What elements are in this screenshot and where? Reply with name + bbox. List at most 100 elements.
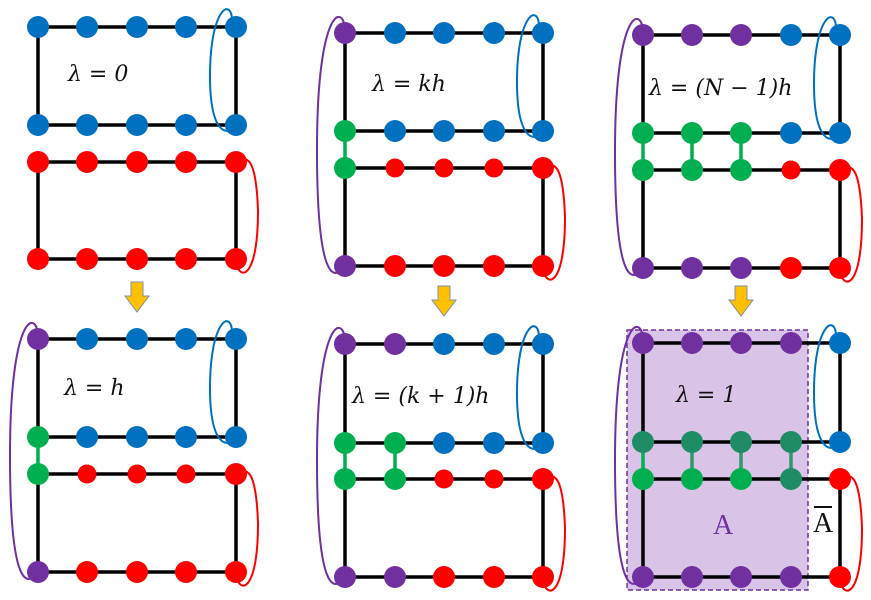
- green-node: [730, 431, 752, 453]
- purple-node: [632, 24, 654, 46]
- purple-node: [730, 566, 752, 588]
- region-a-bar-overline: [814, 506, 832, 508]
- red-node: [433, 566, 455, 588]
- blue-node: [175, 114, 197, 136]
- red-node: [76, 151, 98, 173]
- blue-node: [126, 426, 148, 448]
- red-node: [76, 248, 98, 270]
- blue-node: [532, 120, 554, 142]
- panel-3-lambda-label: λ = (N − 1)h: [649, 76, 793, 101]
- blue-node: [483, 22, 505, 44]
- blue-loop: [812, 16, 841, 140]
- purple-node: [384, 566, 406, 588]
- red-node: [829, 566, 851, 588]
- blue-node: [829, 122, 851, 144]
- green-node: [384, 468, 406, 490]
- red-node: [225, 151, 247, 173]
- green-node: [334, 432, 356, 454]
- blue-node: [126, 16, 148, 38]
- red-node: [225, 463, 247, 485]
- red-node: [434, 158, 454, 178]
- purple-loop: [8, 321, 39, 580]
- red-node: [175, 151, 197, 173]
- blue-node: [483, 333, 505, 355]
- green-node: [27, 463, 49, 485]
- red-node: [483, 566, 505, 588]
- blue-node: [532, 432, 554, 454]
- blue-node: [384, 120, 406, 142]
- purple-node: [681, 566, 703, 588]
- green-node: [681, 122, 703, 144]
- green-node: [632, 122, 654, 144]
- blue-node: [532, 333, 554, 355]
- purple-node: [27, 561, 49, 583]
- red-node: [385, 158, 405, 178]
- green-node: [730, 122, 752, 144]
- green-node: [632, 431, 654, 453]
- panel-4-lambda-label: λ = h: [64, 376, 125, 401]
- green-node: [632, 159, 654, 181]
- red-node: [532, 468, 554, 490]
- purple-node: [681, 332, 703, 354]
- red-node: [829, 468, 851, 490]
- red-node: [225, 248, 247, 270]
- red-node: [433, 255, 455, 277]
- blue-loop: [515, 325, 544, 450]
- green-node: [681, 431, 703, 453]
- down-arrow-icon: [431, 285, 457, 317]
- red-node: [829, 159, 851, 181]
- red-node: [127, 464, 147, 484]
- blue-node: [76, 114, 98, 136]
- red-node: [532, 255, 554, 277]
- blue-node: [225, 328, 247, 350]
- blue-node: [225, 426, 247, 448]
- red-node: [176, 464, 196, 484]
- blue-node: [433, 120, 455, 142]
- purple-node: [632, 566, 654, 588]
- red-node: [384, 255, 406, 277]
- blue-node: [433, 333, 455, 355]
- purple-node: [730, 332, 752, 354]
- blue-node: [175, 426, 197, 448]
- down-arrow-icon: [124, 281, 150, 313]
- blue-node: [76, 16, 98, 38]
- purple-node: [780, 566, 802, 588]
- green-node: [730, 159, 752, 181]
- blue-node: [780, 24, 802, 46]
- red-node: [434, 469, 454, 489]
- red-node: [483, 255, 505, 277]
- purple-node: [780, 332, 802, 354]
- blue-node: [225, 16, 247, 38]
- purple-node: [730, 24, 752, 46]
- panel-6-lambda-label: λ = 1: [676, 383, 737, 408]
- down-arrow-icon: [728, 285, 754, 317]
- red-node: [781, 160, 801, 180]
- red-node: [27, 151, 49, 173]
- red-node: [126, 151, 148, 173]
- region-a-box: [626, 329, 809, 591]
- purple-node: [681, 24, 703, 46]
- blue-node: [384, 22, 406, 44]
- blue-node: [126, 114, 148, 136]
- green-node: [334, 120, 356, 142]
- red-node: [532, 157, 554, 179]
- blue-node: [483, 120, 505, 142]
- purple-node: [384, 333, 406, 355]
- green-node: [681, 468, 703, 490]
- purple-node: [681, 257, 703, 279]
- blue-node: [483, 432, 505, 454]
- red-node: [77, 464, 97, 484]
- red-node: [126, 248, 148, 270]
- red-node: [829, 257, 851, 279]
- blue-node: [225, 114, 247, 136]
- purple-node: [334, 333, 356, 355]
- green-node: [681, 159, 703, 181]
- panel-1-lambda-label: λ = 0: [68, 62, 129, 87]
- green-node: [384, 432, 406, 454]
- green-node: [632, 468, 654, 490]
- region-a-bar-text: A: [813, 508, 834, 539]
- red-node: [27, 248, 49, 270]
- blue-node: [780, 122, 802, 144]
- red-node: [175, 248, 197, 270]
